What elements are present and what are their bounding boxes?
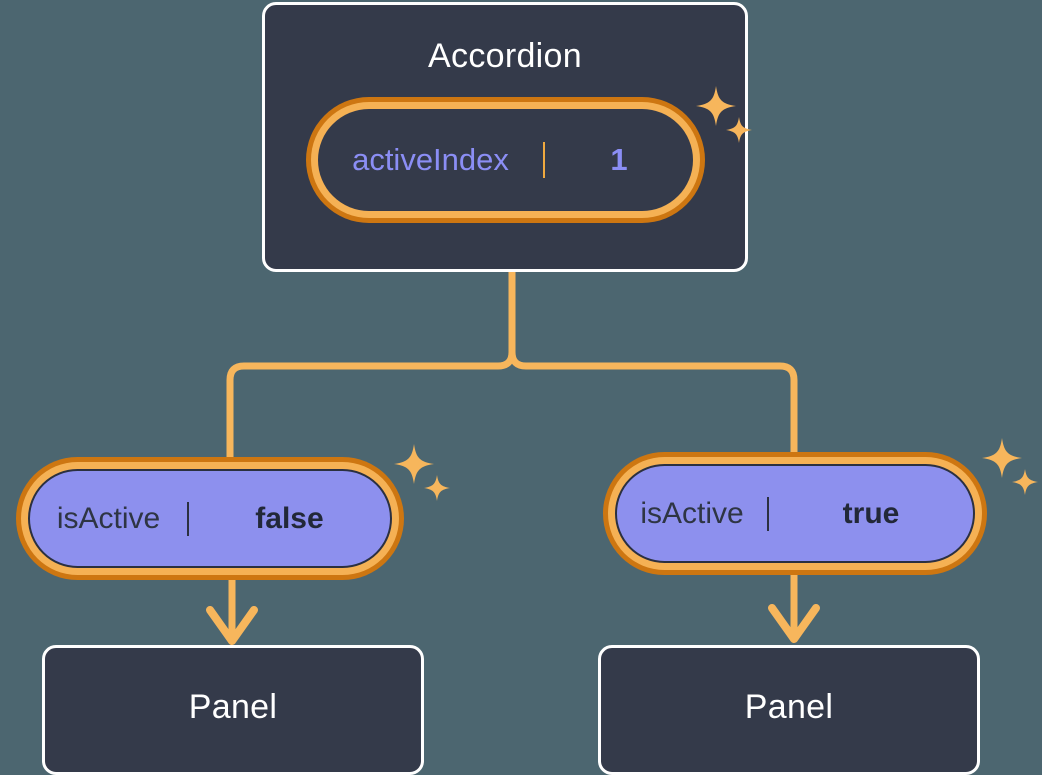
pill-ring: isActive true [608, 457, 982, 570]
pill-inner: isActive false [28, 469, 392, 568]
state-pill-key: activeIndex [318, 142, 545, 178]
panel-title: Panel [744, 688, 834, 726]
sparkle-four-point-icon [394, 444, 450, 501]
connector-pill-false-to-panel [206, 580, 258, 645]
state-pill-is-active-false[interactable]: isActive false [16, 457, 404, 580]
pill-ring: activeIndex 1 [311, 102, 700, 218]
state-pill-value: false [255, 501, 324, 535]
pill-inner: isActive true [615, 464, 975, 563]
state-pill-active-index[interactable]: activeIndex 1 [306, 97, 705, 223]
state-pill-value: 1 [610, 142, 628, 177]
state-pill-value: true [842, 496, 900, 530]
sparkle-icon-false-pill [392, 442, 456, 506]
state-pill-key: isActive [30, 501, 189, 536]
state-pill-is-active-true[interactable]: isActive true [603, 452, 987, 575]
sparkle-icon-true-pill [980, 436, 1042, 500]
pill-ring: isActive false [21, 462, 399, 575]
connector-accordion-to-pills [226, 268, 798, 461]
connector-pill-true-to-panel [768, 575, 820, 643]
state-pill-key: isActive [617, 496, 769, 531]
pill-inner: activeIndex 1 [318, 109, 693, 211]
sparkle-four-point-icon [982, 438, 1038, 495]
component-node-panel-left[interactable]: Panel [42, 645, 424, 775]
component-node-panel-right[interactable]: Panel [598, 645, 980, 775]
panel-title: Panel [188, 688, 278, 726]
accordion-title: Accordion [428, 37, 582, 75]
